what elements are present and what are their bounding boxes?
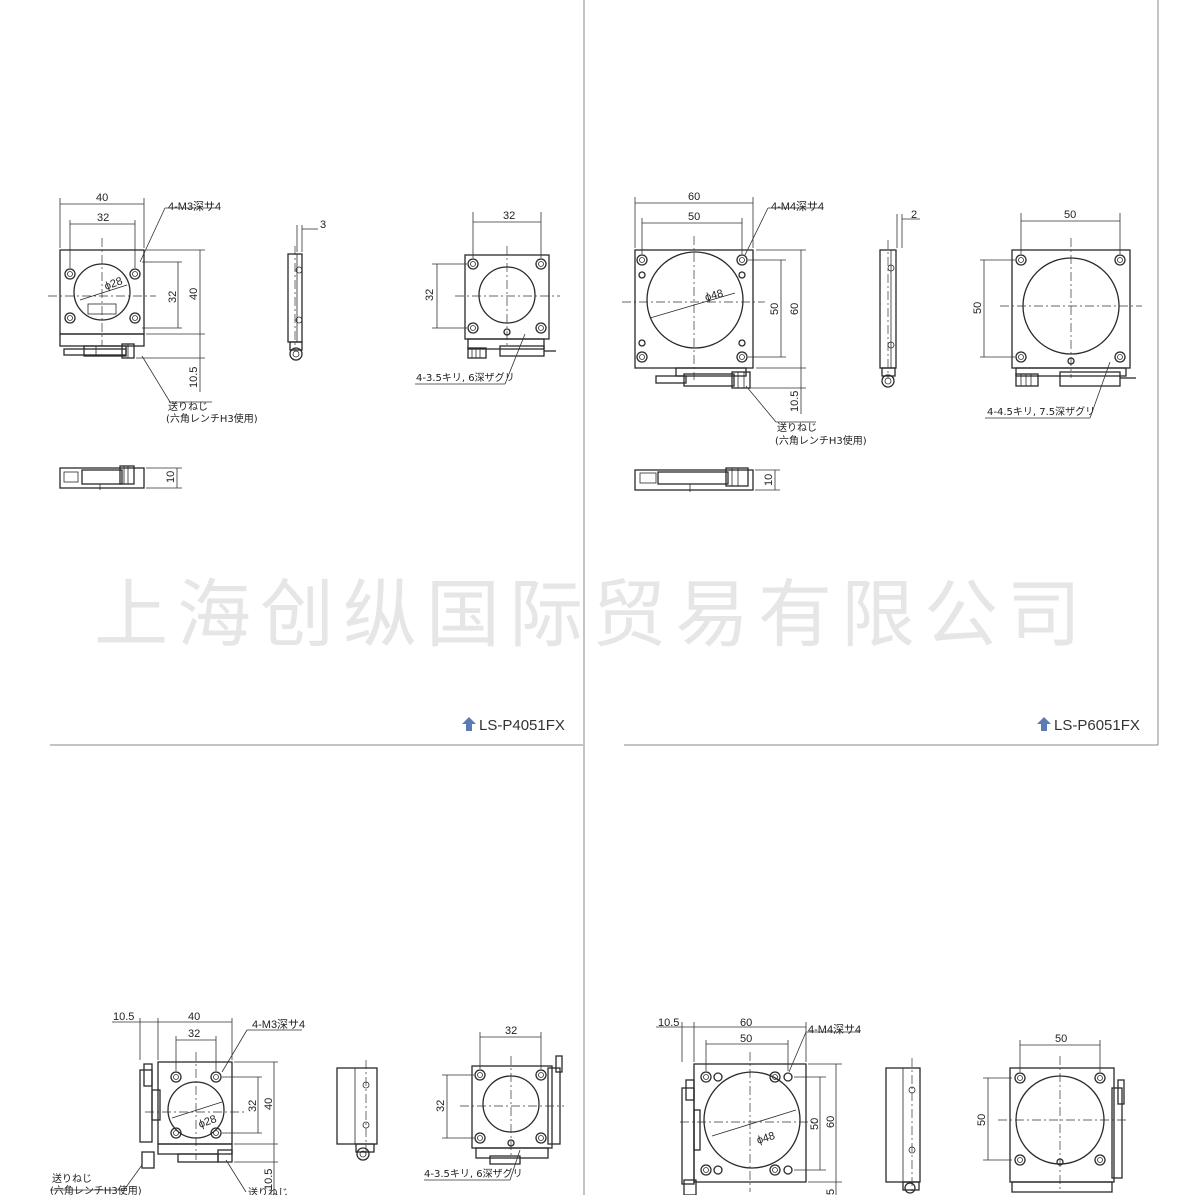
feed-screw-note: 送りねじ — [777, 421, 817, 434]
panel-bottom-right: ϕ48 10.5 60 50 4-M4深サ4 50 — [656, 1017, 1128, 1195]
screw-offset-label: 10.5 — [263, 1169, 275, 1190]
holes-note: 4-M4深サ4 — [771, 200, 824, 213]
bottom-height-label: 10 — [165, 471, 177, 483]
back-view: 32 32 4-3.5キリ, 6深ザグリ — [424, 1025, 564, 1181]
model-label-2: LS-P6051FX — [1037, 717, 1140, 734]
outer-width-label: 60 — [740, 1017, 752, 1029]
front-view: ϕ48 60 50 4-M4深サ4 50 60 — [622, 191, 867, 447]
back-holes-note: 4-3.5キリ, 6深ザグリ — [416, 371, 515, 384]
back-holes-note: 4-4.5キリ, 7.5深ザグリ — [987, 405, 1095, 418]
side-offset-label: 10.5 — [658, 1017, 679, 1029]
panel-ls-p4051fx: ϕ28 40 32 4-M3深サ4 32 40 — [48, 192, 565, 734]
vert-outer-label: 60 — [789, 303, 801, 315]
back-view: 50 50 — [976, 1033, 1128, 1193]
back-pitch-v-label: 32 — [435, 1100, 447, 1112]
vert-pitch-label: 32 — [247, 1100, 259, 1112]
back-pitch-label: 50 — [1055, 1033, 1067, 1045]
aperture-label: ϕ48 — [704, 288, 725, 304]
side-thickness-label: 3 — [320, 219, 326, 231]
outer-width-label: 60 — [688, 191, 700, 203]
model-name: LS-P6051FX — [1054, 717, 1140, 734]
outer-width-label: 40 — [96, 192, 108, 204]
hex-wrench-note: (六角レンチH3使用) — [166, 412, 258, 425]
back-pitch-v-label: 32 — [424, 289, 436, 301]
hex-wrench-note: (六角レンチH3使用) — [775, 434, 867, 447]
back-pitch-v-label: 50 — [972, 302, 984, 314]
company-watermark: 上海创纵国际贸易有限公司 — [94, 572, 1090, 658]
side-view — [885, 1058, 921, 1194]
back-pitch-label: 50 — [1064, 209, 1076, 221]
bottom-view: 10 — [634, 467, 780, 492]
arrow-up-icon — [462, 717, 476, 731]
vert-outer-label: 60 — [825, 1116, 837, 1128]
aperture-label: ϕ28 — [197, 1113, 218, 1131]
vert-pitch-label: 32 — [167, 291, 179, 303]
front-view: ϕ28 40 32 4-M3深サ4 32 40 — [48, 192, 258, 425]
holes-note: 4-M4深サ4 — [808, 1023, 861, 1036]
bottom-height-label: 10 — [763, 474, 775, 486]
side-thickness-label: 2 — [911, 209, 917, 221]
hole-pitch-label: 32 — [188, 1028, 200, 1040]
bottom-view: 10 — [59, 465, 182, 490]
feed-screw-note: 送りねじ — [52, 1172, 92, 1185]
aperture-label: ϕ28 — [103, 275, 124, 293]
side-view: 2 — [879, 209, 920, 388]
feed-screw-note-2: 送りねじ — [248, 1186, 288, 1195]
side-view: 3 — [287, 219, 326, 361]
holes-note: 4-M3深サ4 — [168, 200, 221, 213]
model-label-1: LS-P4051FX — [462, 717, 565, 734]
aperture-label: ϕ48 — [755, 1130, 776, 1147]
back-holes-note: 4-3.5キリ, 6深ザグリ — [424, 1167, 523, 1180]
screw-offset-label: 10.5 — [789, 391, 801, 412]
front-view: ϕ48 10.5 60 50 4-M4深サ4 50 — [656, 1017, 861, 1195]
hole-pitch-label: 50 — [688, 211, 700, 223]
vert-outer-label: 40 — [188, 288, 200, 300]
feed-screw-note: 送りねじ — [168, 400, 208, 413]
front-view: ϕ28 10.5 40 32 4-M3深サ4 32 — [50, 1011, 305, 1195]
back-view: 32 32 4-3.5キリ, 6深ザグリ — [415, 210, 560, 385]
hole-pitch-label: 32 — [97, 212, 109, 224]
hex-wrench-note: (六角レンチH3使用) — [50, 1184, 142, 1195]
vert-outer-label: 40 — [263, 1098, 275, 1110]
screw-offset-label: 10.5 — [188, 367, 200, 388]
side-offset-label: 10.5 — [113, 1011, 134, 1023]
hole-pitch-label: 50 — [740, 1033, 752, 1045]
back-pitch-label: 32 — [503, 210, 515, 222]
screw-offset-label: 5 — [825, 1189, 837, 1195]
back-pitch-v-label: 50 — [976, 1114, 988, 1126]
panel-ls-p6051fx: ϕ48 60 50 4-M4深サ4 50 60 — [622, 191, 1142, 734]
arrow-up-icon — [1037, 717, 1051, 731]
model-name: LS-P4051FX — [479, 717, 565, 734]
outer-width-label: 40 — [188, 1011, 200, 1023]
vert-pitch-label: 50 — [809, 1118, 821, 1130]
back-view: 50 50 4-4.5キリ, 7.5深ザグリ — [972, 209, 1142, 419]
side-view — [336, 1060, 378, 1161]
back-pitch-label: 32 — [505, 1025, 517, 1037]
vert-pitch-label: 50 — [769, 303, 781, 315]
holes-note: 4-M3深サ4 — [252, 1018, 305, 1031]
panel-bottom-left: ϕ28 10.5 40 32 4-M3深サ4 32 — [50, 1011, 564, 1195]
